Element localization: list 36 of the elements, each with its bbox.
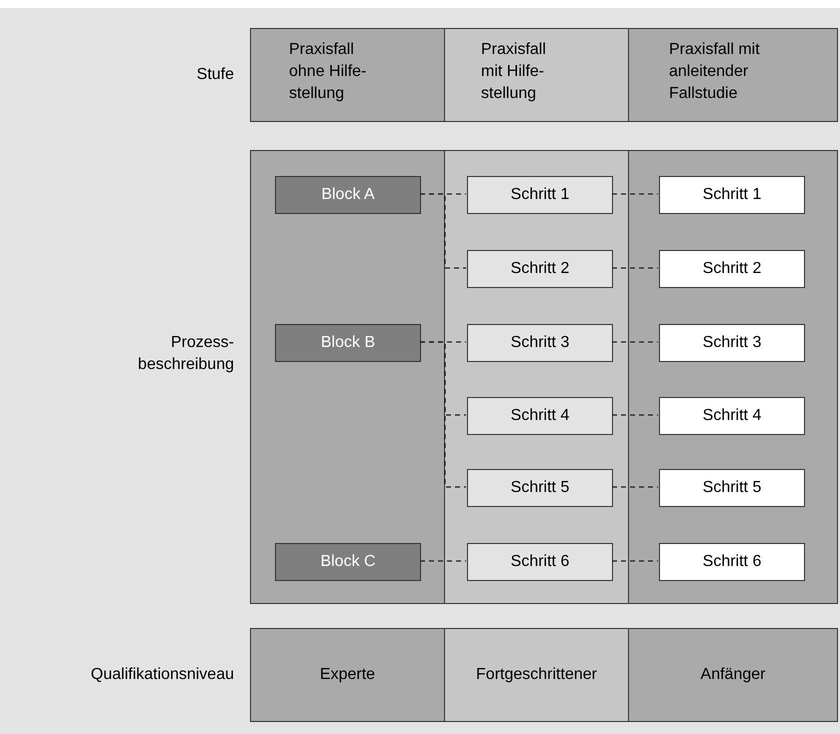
dashed-connector xyxy=(612,414,658,416)
dashed-connector xyxy=(612,341,658,343)
step-box: Schritt 1 xyxy=(467,176,613,214)
column-band xyxy=(250,150,445,604)
level-cell: Experte xyxy=(250,628,445,722)
stage-cell: Praxisfall mit Hilfe- stellung xyxy=(444,28,629,122)
column-band xyxy=(444,150,629,604)
step-box: Schritt 2 xyxy=(467,250,613,288)
step-box: Schritt 6 xyxy=(467,543,613,581)
dashed-connector xyxy=(420,193,466,269)
dashed-connector xyxy=(420,341,466,488)
stage-cell: Praxisfall mit anleitender Fallstudie xyxy=(628,28,838,122)
step-box: Schritt 3 xyxy=(467,324,613,362)
level-cell: Fortgeschrittener xyxy=(444,628,629,722)
step-box: Schritt 4 xyxy=(659,397,805,435)
step-box: Schritt 2 xyxy=(659,250,805,288)
dashed-connector xyxy=(612,486,658,488)
stage-cell: Praxisfall ohne Hilfe- stellung xyxy=(250,28,445,122)
step-box: Schritt 4 xyxy=(467,397,613,435)
dashed-connector xyxy=(612,267,658,269)
step-box: Schritt 3 xyxy=(659,324,805,362)
row-label: Qualifikationsniveau xyxy=(90,665,234,685)
block-box: Block B xyxy=(275,324,421,362)
row-label: Prozess- beschreibung xyxy=(136,333,234,375)
step-box: Schritt 6 xyxy=(659,543,805,581)
row-label: Stufe xyxy=(196,65,234,85)
step-box: Schritt 5 xyxy=(467,469,613,507)
step-box: Schritt 5 xyxy=(659,469,805,507)
column-band xyxy=(628,150,838,604)
block-box: Block C xyxy=(275,543,421,581)
level-cell: Anfänger xyxy=(628,628,838,722)
dashed-connector xyxy=(420,560,466,562)
step-box: Schritt 1 xyxy=(659,176,805,214)
block-box: Block A xyxy=(275,176,421,214)
dashed-connector xyxy=(612,560,658,562)
dashed-connector xyxy=(612,193,658,195)
